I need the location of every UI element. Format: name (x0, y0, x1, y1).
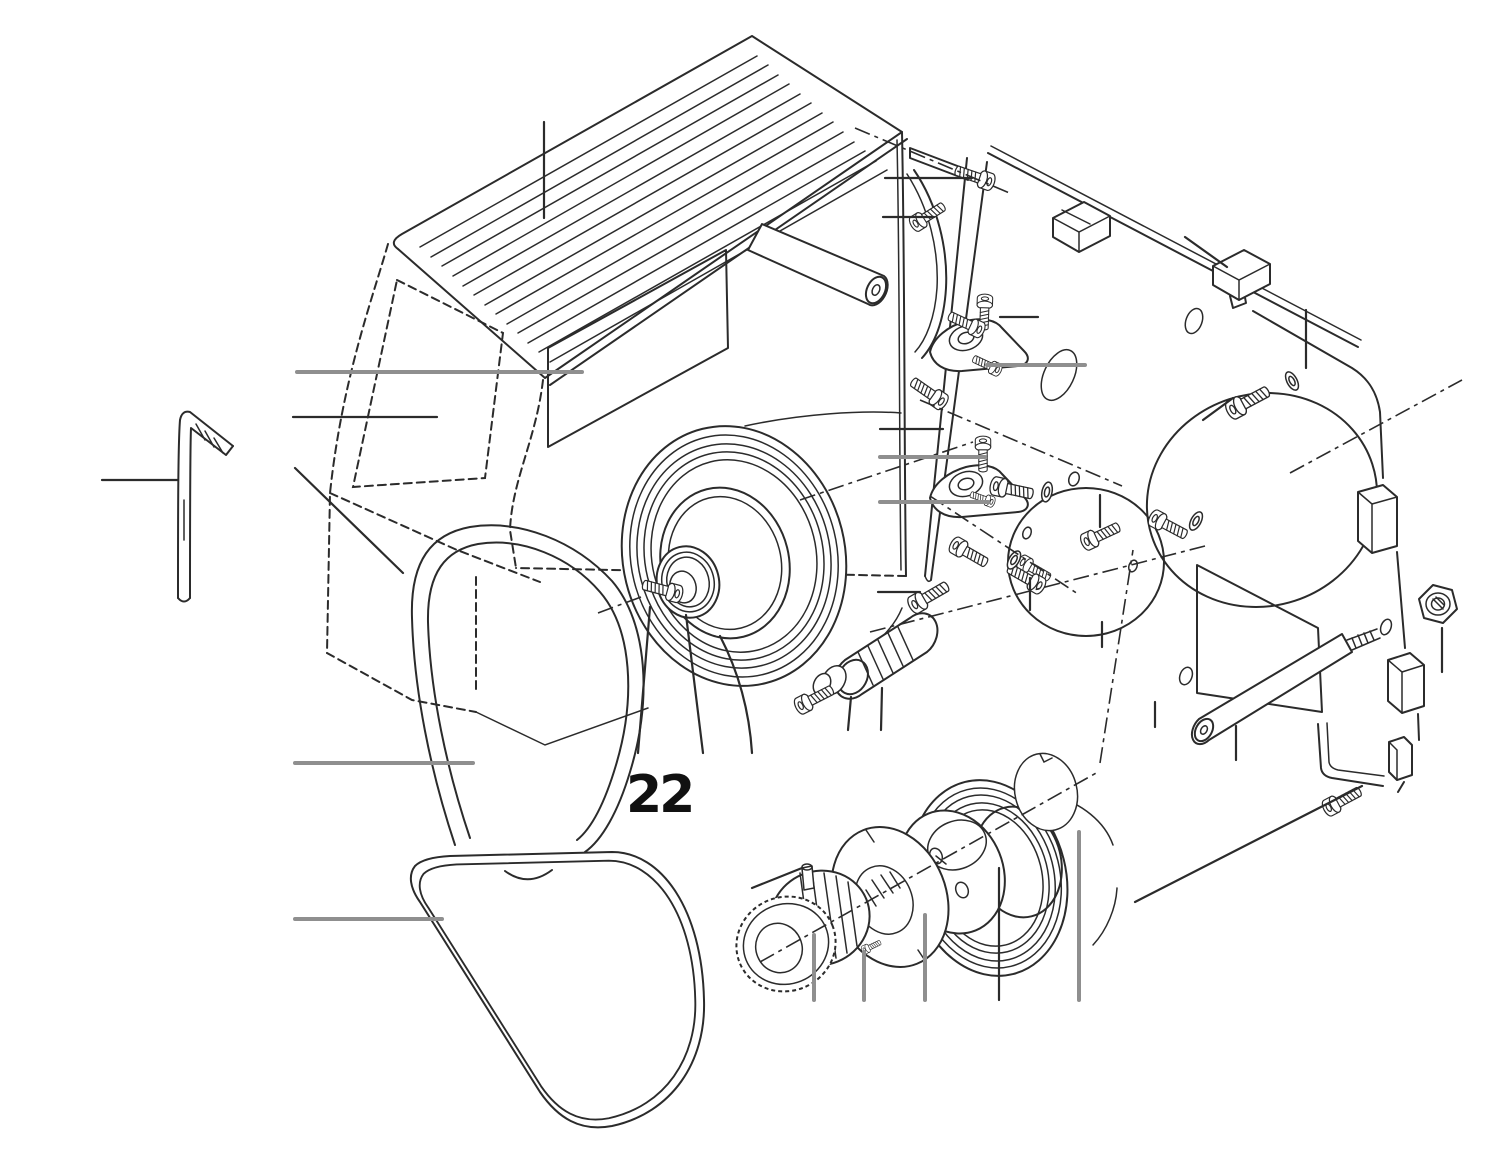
plate-clip (1387, 652, 1425, 714)
plate-clip (1212, 249, 1271, 301)
poly-v-belt (409, 524, 706, 1129)
l-bracket (1317, 722, 1385, 787)
tensioner-arm-upper (929, 318, 1029, 373)
tensioner-group (906, 147, 1029, 583)
callout-22: 22 (626, 765, 692, 825)
curved-strap (906, 169, 948, 359)
plate-opening-large (1145, 392, 1379, 608)
roller-pin (747, 223, 889, 307)
drive-pulley (620, 411, 903, 687)
plate-clip (1388, 736, 1413, 781)
plate-clip (1052, 201, 1111, 253)
spacer-sleeve-group (791, 612, 939, 717)
cover-window (351, 278, 505, 489)
stud-pin (1190, 628, 1381, 746)
hex-key (177, 410, 234, 603)
body-under-edge (475, 707, 649, 746)
cover-label-panel (547, 249, 729, 448)
plate-cutout (1196, 564, 1323, 713)
centerlines (597, 127, 1463, 963)
cover-front-face (325, 243, 544, 713)
back-plate (987, 145, 1425, 793)
leader-lines (100, 120, 1444, 1002)
hex-nut (1418, 584, 1458, 624)
plate-clip (1357, 484, 1398, 554)
louvered-top-face (392, 35, 908, 386)
louver-ribs (419, 55, 888, 363)
set-screw (801, 863, 815, 891)
